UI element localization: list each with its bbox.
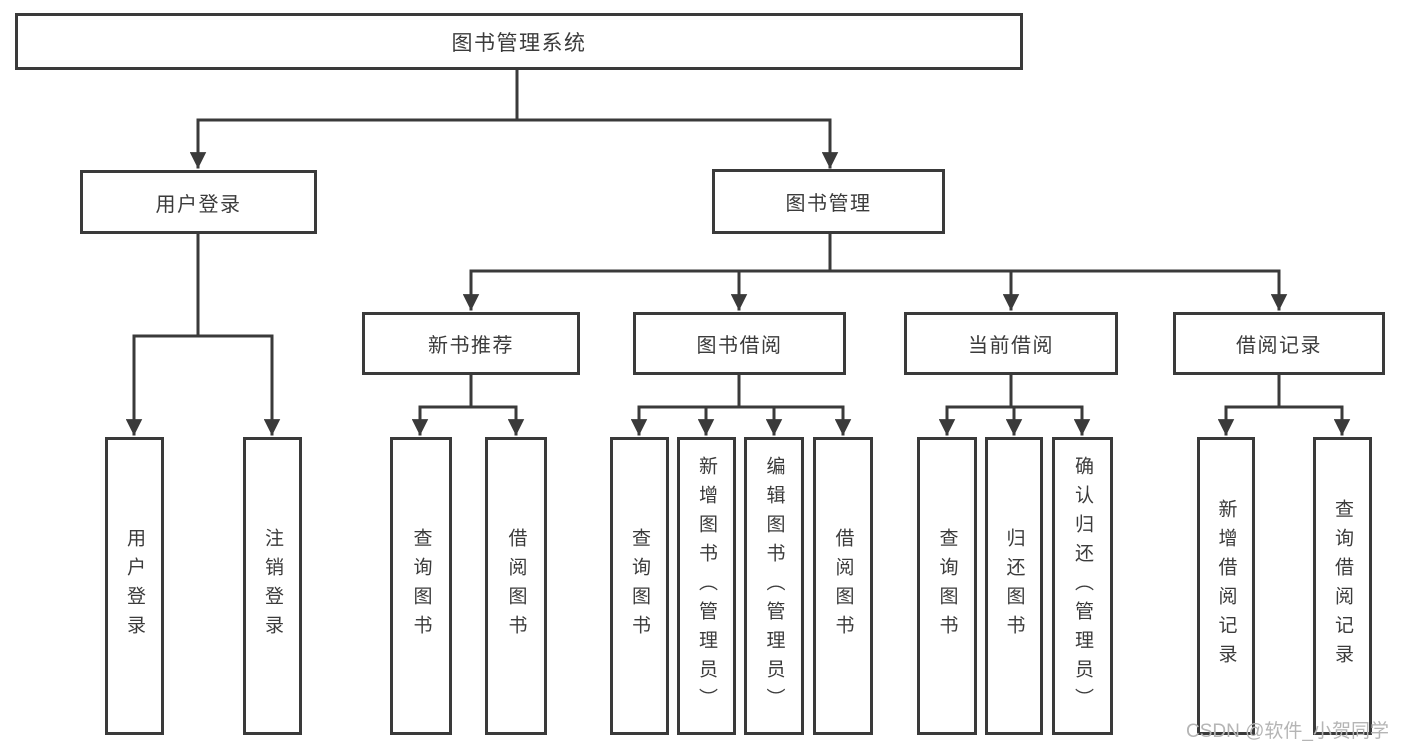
csdn-watermark: CSDN @软件_小贺同学	[1186, 721, 1389, 742]
node-user-login-branch: 用户登录	[80, 170, 317, 234]
leaf-query-borrow-record: 查询借阅记录	[1313, 437, 1372, 735]
leaf-return-books-label: 归还图书	[1003, 528, 1025, 644]
leaf-query-books-current: 查询图书	[917, 437, 977, 735]
node-root-library-system: 图书管理系统	[15, 13, 1023, 70]
node-current-borrowing-label: 当前借阅	[968, 335, 1054, 357]
node-book-borrowing-label: 图书借阅	[696, 335, 783, 357]
node-book-management-branch: 图书管理	[712, 169, 945, 234]
leaf-query-borrow-record-label: 查询借阅记录	[1332, 499, 1353, 673]
leaf-query-books-current-label: 查询图书	[936, 528, 958, 644]
node-borrowing-records-label: 借阅记录	[1236, 335, 1322, 357]
node-root-label: 图书管理系统	[451, 31, 587, 55]
node-current-borrowing: 当前借阅	[904, 312, 1118, 375]
node-user-login-branch-label: 用户登录	[155, 193, 242, 216]
leaf-add-books-admin-label: 新增图书（管理员）	[696, 455, 717, 717]
node-book-borrowing: 图书借阅	[633, 312, 846, 375]
leaf-borrow-books-recommend: 借阅图书	[485, 437, 547, 735]
leaf-query-books-borrowing: 查询图书	[610, 437, 669, 735]
leaf-return-books: 归还图书	[985, 437, 1043, 735]
leaf-borrow-books: 借阅图书	[813, 437, 873, 735]
leaf-add-borrow-record: 新增借阅记录	[1197, 437, 1255, 735]
leaf-add-borrow-record-label: 新增借阅记录	[1215, 499, 1237, 673]
leaf-logout-label: 注销登录	[262, 528, 283, 644]
leaf-logout: 注销登录	[243, 437, 302, 735]
leaf-confirm-return-admin: 确认归还（管理员）	[1052, 437, 1113, 735]
leaf-edit-books-admin-label: 编辑图书（管理员）	[763, 455, 785, 717]
node-new-book-recommend: 新书推荐	[362, 312, 580, 375]
leaf-user-login: 用户登录	[105, 437, 164, 735]
leaf-add-books-admin: 新增图书（管理员）	[677, 437, 736, 735]
leaf-borrow-books-recommend-label: 借阅图书	[505, 528, 527, 644]
leaf-query-books-recommend: 查询图书	[390, 437, 452, 735]
node-new-book-recommend-label: 新书推荐	[428, 335, 514, 357]
node-borrowing-records: 借阅记录	[1173, 312, 1385, 375]
leaf-query-books-recommend-label: 查询图书	[410, 528, 432, 644]
leaf-confirm-return-admin-label: 确认归还（管理员）	[1072, 455, 1093, 717]
leaf-borrow-books-label: 借阅图书	[832, 528, 854, 644]
leaf-query-books-borrowing-label: 查询图书	[629, 528, 650, 644]
leaf-user-login-label: 用户登录	[124, 528, 145, 644]
node-book-management-branch-label: 图书管理	[785, 193, 872, 215]
leaf-edit-books-admin: 编辑图书（管理员）	[744, 437, 804, 735]
